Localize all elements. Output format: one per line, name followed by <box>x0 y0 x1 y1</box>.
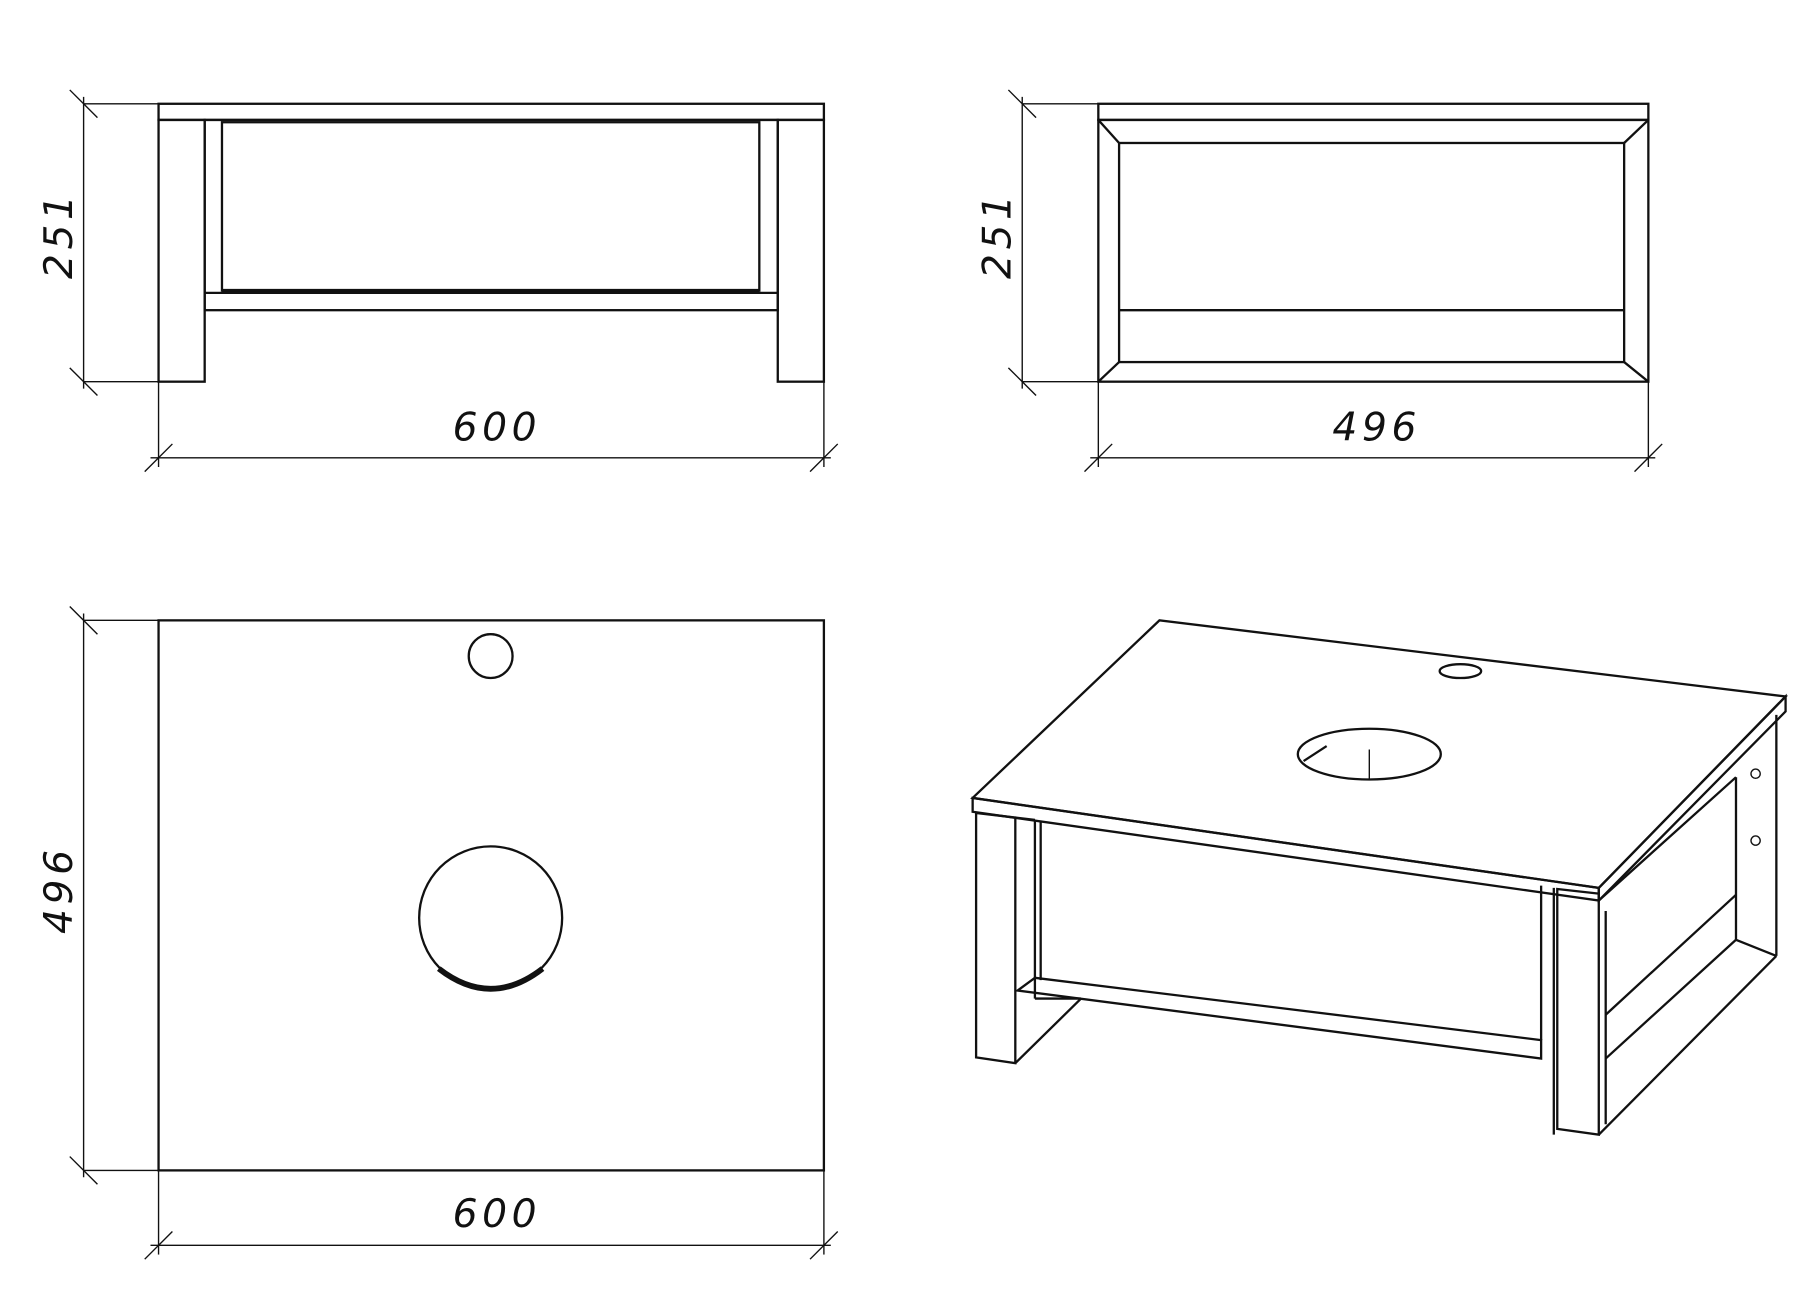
front-width-label: 600 <box>453 405 542 450</box>
side-view: 251 496 <box>976 89 1663 473</box>
front-view: 251 600 <box>37 89 839 473</box>
front-height-label: 251 <box>37 190 82 279</box>
side-height-label: 251 <box>976 190 1021 279</box>
top-width-label: 600 <box>453 1192 542 1237</box>
tap-hole <box>467 633 514 680</box>
side-width-label: 496 <box>1332 405 1421 450</box>
top-depth-label: 496 <box>37 845 82 934</box>
top-view: 496 600 <box>37 606 839 1260</box>
isometric-view <box>970 619 1789 1136</box>
